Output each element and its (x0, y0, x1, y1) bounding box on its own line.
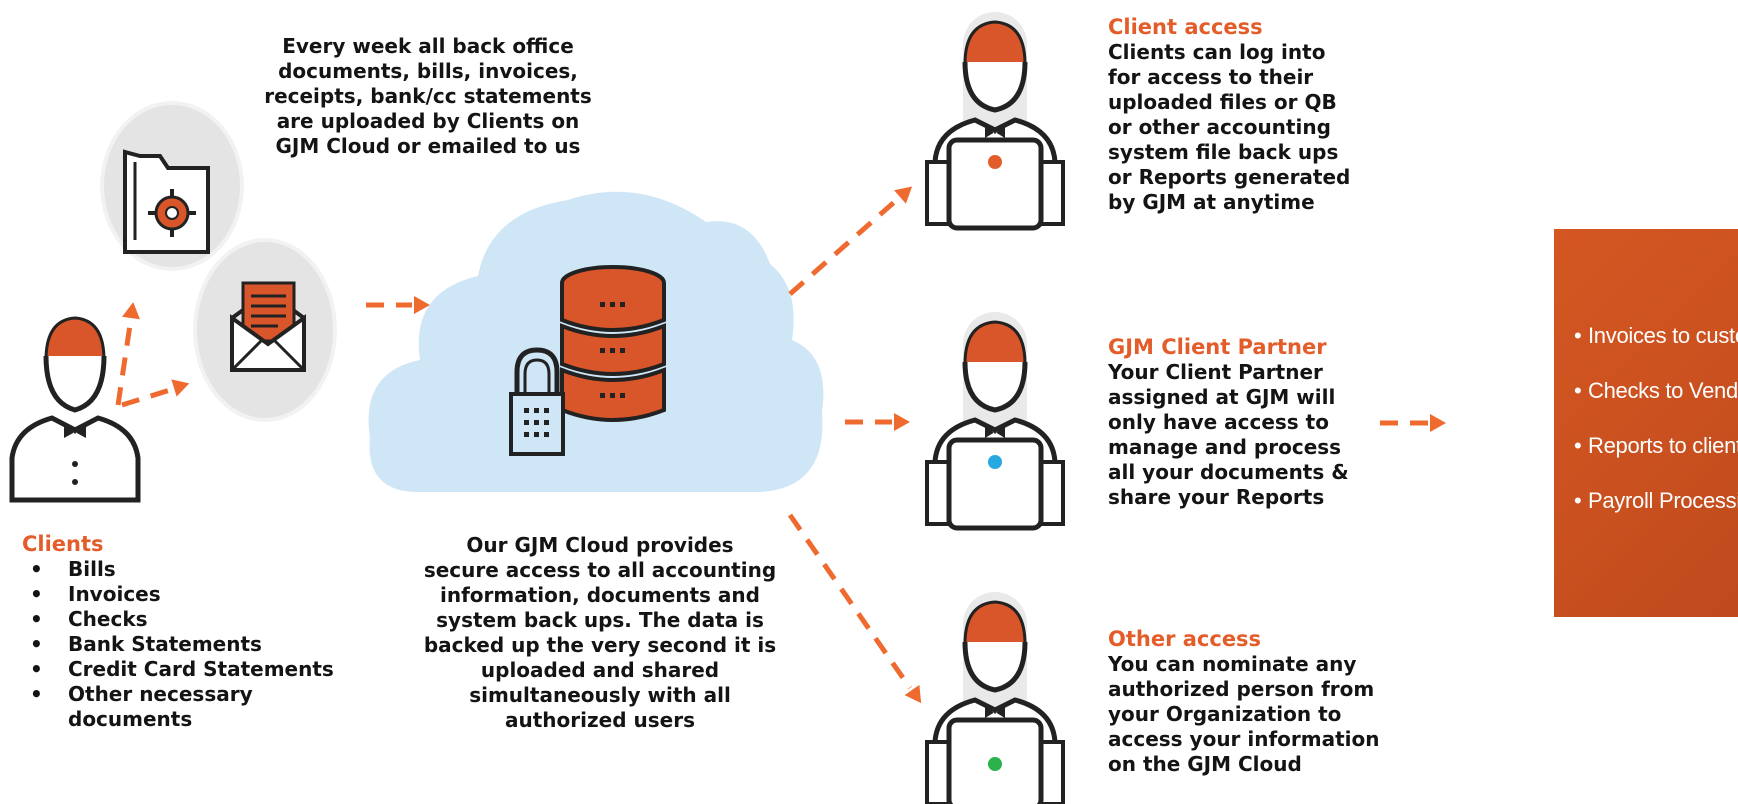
intro-line: receipts, bank/cc statements (264, 84, 592, 108)
envelope-icon (193, 238, 337, 422)
partner-line: Your Client Partner (1108, 360, 1323, 384)
intro-text: Every week all back office documents, bi… (233, 34, 623, 159)
padlock-icon (509, 347, 565, 456)
list-item: •Checks to Vendors (1574, 377, 1738, 405)
list-item: Invoices (22, 582, 362, 607)
clients-block: Clients Bills Invoices Checks Bank State… (22, 532, 362, 732)
outputs-panel: •Invoices to customers •Checks to Vendor… (1554, 229, 1738, 617)
partner-block: GJM Client Partner Your Client Partner a… (1108, 335, 1408, 510)
person-icon (9, 316, 141, 503)
folder-gear-icon (100, 101, 244, 271)
other-access-line: on the GJM Cloud (1108, 752, 1302, 776)
list-item: Credit Card Statements (22, 657, 362, 682)
intro-line: documents, bills, invoices, (278, 59, 578, 83)
other-access-block: Other access You can nominate any author… (1108, 627, 1428, 777)
database-icon (560, 265, 666, 422)
cloud-line: uploaded and shared (480, 658, 720, 682)
list-item: Bills (22, 557, 362, 582)
client-access-line: uploaded files or QB (1108, 90, 1337, 114)
client-access-line: Clients can log into (1108, 40, 1326, 64)
other-access-line: authorized person from (1108, 677, 1375, 701)
arrow-icon (121, 387, 171, 408)
person-other-access-icon (927, 592, 1063, 804)
list-item: •Reports to clients (1574, 432, 1738, 460)
partner-line: assigned at GJM will (1108, 385, 1336, 409)
output-label: Checks to Vendors (1588, 378, 1738, 403)
list-item-continuation: documents (68, 707, 193, 731)
client-access-line: or Reports generated (1108, 165, 1351, 189)
partner-line: only have access to (1108, 410, 1329, 434)
output-label: Payroll Processing (1588, 488, 1738, 513)
list-item: Other necessary (22, 682, 362, 707)
client-access-line: system file back ups (1108, 140, 1339, 164)
partner-line: manage and process (1108, 435, 1342, 459)
other-access-line: You can nominate any (1108, 652, 1357, 676)
cloud-line: backed up the very second it is (423, 633, 777, 657)
intro-line: are uploaded by Clients on (276, 109, 580, 133)
list-item: •Payroll Processing (1574, 487, 1738, 515)
list-item: •Invoices to customers (1574, 322, 1738, 350)
other-access-heading: Other access (1108, 627, 1262, 651)
outputs-list: •Invoices to customers •Checks to Vendor… (1574, 322, 1738, 542)
other-access-line: access your information (1108, 727, 1380, 751)
arrow-icon (788, 195, 902, 296)
clients-heading: Clients (22, 532, 104, 556)
cloud-line: information, documents and (440, 583, 760, 607)
cloud-line: secure access to all accounting (423, 558, 777, 582)
person-client-access-icon (927, 12, 1063, 228)
output-label: Reports to clients (1588, 433, 1738, 458)
output-label: Invoices to customers (1588, 323, 1738, 348)
cloud-line: authorized users (505, 708, 695, 732)
cloud-line: simultaneously with all (469, 683, 731, 707)
client-access-line: by GJM at anytime (1108, 190, 1315, 214)
arrow-icon (115, 324, 133, 406)
client-access-heading: Client access (1108, 15, 1263, 39)
partner-heading: GJM Client Partner (1108, 335, 1327, 359)
cloud-description: Our GJM Cloud provides secure access to … (402, 533, 798, 733)
client-access-block: Client access Clients can log into for a… (1108, 15, 1408, 215)
list-item: Checks (22, 607, 362, 632)
partner-line: all your documents & (1108, 460, 1349, 484)
person-partner-icon (927, 312, 1063, 528)
intro-line: Every week all back office (282, 34, 574, 58)
other-access-line: your Organization to (1108, 702, 1342, 726)
cloud-line: Our GJM Cloud provides (466, 533, 734, 557)
arrow-icon (787, 513, 913, 690)
intro-line: GJM Cloud or emailed to us (275, 134, 581, 158)
client-access-line: or other accounting (1108, 115, 1331, 139)
client-access-line: for access to their (1108, 65, 1314, 89)
list-item: Bank Statements (22, 632, 362, 657)
cloud-line: system back ups. The data is (436, 608, 764, 632)
clients-list: Bills Invoices Checks Bank Statements Cr… (22, 557, 362, 732)
partner-line: share your Reports (1108, 485, 1325, 509)
